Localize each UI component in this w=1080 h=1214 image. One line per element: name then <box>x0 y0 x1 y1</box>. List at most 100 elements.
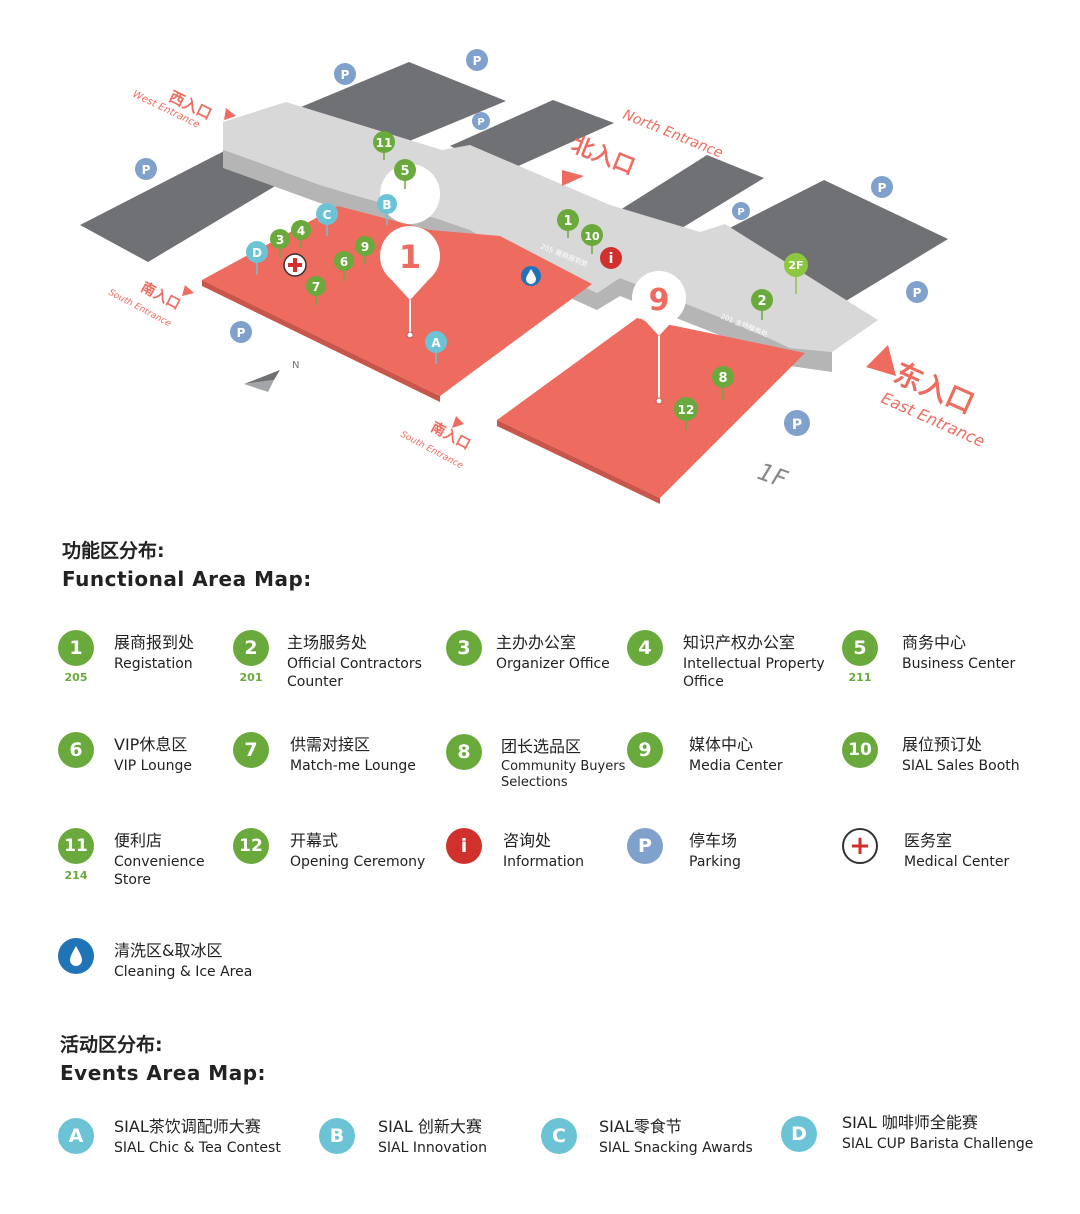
room-number: 214 <box>64 869 88 882</box>
number-badge: 2 <box>233 630 269 666</box>
hall-1-pin[interactable]: 1 <box>380 164 441 339</box>
event-zh: SIAL茶饮调配师大赛 <box>114 1117 261 1136</box>
legend-zh: 清洗区&取冰区 <box>114 941 223 960</box>
pin-9-small[interactable]: 9 <box>355 236 375 264</box>
parking-icon[interactable]: P <box>466 49 488 71</box>
pin-A[interactable]: A <box>425 331 447 364</box>
svg-text:A: A <box>431 336 441 350</box>
venue-map: 西入口 West Entrance North Entrance 北入口 东入口… <box>80 49 988 504</box>
parking-icon[interactable]: P <box>906 281 928 303</box>
number-badge: 12 <box>233 828 269 864</box>
hall-1-top <box>202 206 592 396</box>
pin-2F[interactable]: 2F <box>784 253 808 294</box>
grey-halls <box>80 62 948 307</box>
legend-en: Information <box>503 854 585 870</box>
svg-text:1: 1 <box>563 214 572 229</box>
legend-zh: 知识产权办公室 <box>683 633 796 652</box>
number-badge: 1 <box>58 630 94 666</box>
parking-icon[interactable]: P <box>472 112 490 130</box>
legend-en: Cleaning & Ice Area <box>114 964 253 980</box>
number-badge: 11 <box>58 828 94 864</box>
west-entrance: 西入口 West Entrance <box>131 87 236 131</box>
legend-en: Registation <box>114 656 193 672</box>
number-badge: 5 <box>842 630 878 666</box>
west-entrance-arrow <box>224 108 236 120</box>
event-zh: SIAL 创新大赛 <box>378 1117 482 1136</box>
svg-text:P: P <box>237 326 246 340</box>
events-title: 活动区分布: Events Area Map: <box>60 1030 266 1085</box>
pin-8[interactable]: 8 <box>712 366 734 400</box>
legend-zh: 咨询处 <box>503 831 552 850</box>
svg-text:3: 3 <box>276 233 284 247</box>
pin-6[interactable]: 6 <box>334 251 354 281</box>
legend-en: Intellectual Property Office <box>683 656 825 690</box>
pin-B[interactable]: B <box>377 194 397 225</box>
svg-text:5: 5 <box>400 164 409 179</box>
medical-cross-icon: + <box>842 828 878 864</box>
pin-5[interactable]: 5 <box>394 159 416 189</box>
svg-text:7: 7 <box>312 280 320 294</box>
hall-1-number: 1 <box>399 238 421 276</box>
event-badge: D <box>781 1116 817 1152</box>
parking-icon[interactable]: P <box>334 63 356 85</box>
room-number: 201 <box>239 671 263 684</box>
legend-zh: 停车场 <box>689 831 738 850</box>
parking-icon[interactable]: P <box>230 321 252 343</box>
info-icon[interactable]: i <box>600 247 622 269</box>
water-drop-icon[interactable] <box>521 266 541 286</box>
parking-markers: P P P P P P P P P <box>135 49 928 436</box>
legend-en: Community Buyers Selections <box>501 759 626 790</box>
svg-text:N: N <box>292 360 299 371</box>
pin-2[interactable]: 2 <box>751 289 773 320</box>
svg-text:2: 2 <box>757 294 766 309</box>
parking-icon[interactable]: P <box>135 158 157 180</box>
parking-icon[interactable]: P <box>784 410 810 436</box>
svg-text:2F: 2F <box>788 259 803 272</box>
svg-text:P: P <box>473 54 482 68</box>
svg-text:P: P <box>341 68 350 82</box>
event-en: SIAL CUP Barista Challenge <box>842 1136 1034 1152</box>
pin-7[interactable]: 7 <box>306 276 326 305</box>
east-entrance: 东入口 East Entrance <box>866 345 988 451</box>
north-entrance-en: North Entrance <box>621 107 726 162</box>
number-badge: 3 <box>446 630 482 666</box>
pin-4[interactable]: 4 <box>291 220 311 248</box>
event-badge: C <box>541 1118 577 1154</box>
pin-1[interactable]: 1 <box>557 209 579 238</box>
medical-cross-icon[interactable] <box>283 253 307 277</box>
svg-text:P: P <box>477 117 484 128</box>
svg-text:i: i <box>609 251 614 267</box>
legend-en: Medical Center <box>904 854 1010 870</box>
svg-text:10: 10 <box>584 230 600 243</box>
legend-zh: 便利店 <box>114 831 163 850</box>
parking-icon[interactable]: P <box>871 176 893 198</box>
pin-10[interactable]: 10 <box>581 224 603 254</box>
pin-11[interactable]: 11 <box>373 131 395 160</box>
parking-icon: P <box>627 828 663 864</box>
svg-text:B: B <box>382 198 391 212</box>
pin-3[interactable]: 3 <box>270 229 290 258</box>
hall-9-pin[interactable]: 9 <box>632 271 686 405</box>
legend-zh: VIP休息区 <box>114 735 188 754</box>
pin-12[interactable]: 12 <box>674 397 698 430</box>
svg-text:P: P <box>913 286 922 300</box>
legend-zh: 媒体中心 <box>689 735 754 754</box>
legend-zh: 主场服务处 <box>287 633 368 652</box>
pin-D[interactable]: D <box>246 241 268 275</box>
event-badge: A <box>58 1118 94 1154</box>
legend-zh: 团长选品区 <box>501 737 582 756</box>
number-badge: 6 <box>58 732 94 768</box>
parking-icon[interactable]: P <box>732 202 750 220</box>
pin-C[interactable]: C <box>316 203 338 236</box>
number-badge: 7 <box>233 732 269 768</box>
svg-text:12: 12 <box>678 403 695 417</box>
svg-text:6: 6 <box>340 255 348 269</box>
svg-text:P: P <box>737 207 744 218</box>
